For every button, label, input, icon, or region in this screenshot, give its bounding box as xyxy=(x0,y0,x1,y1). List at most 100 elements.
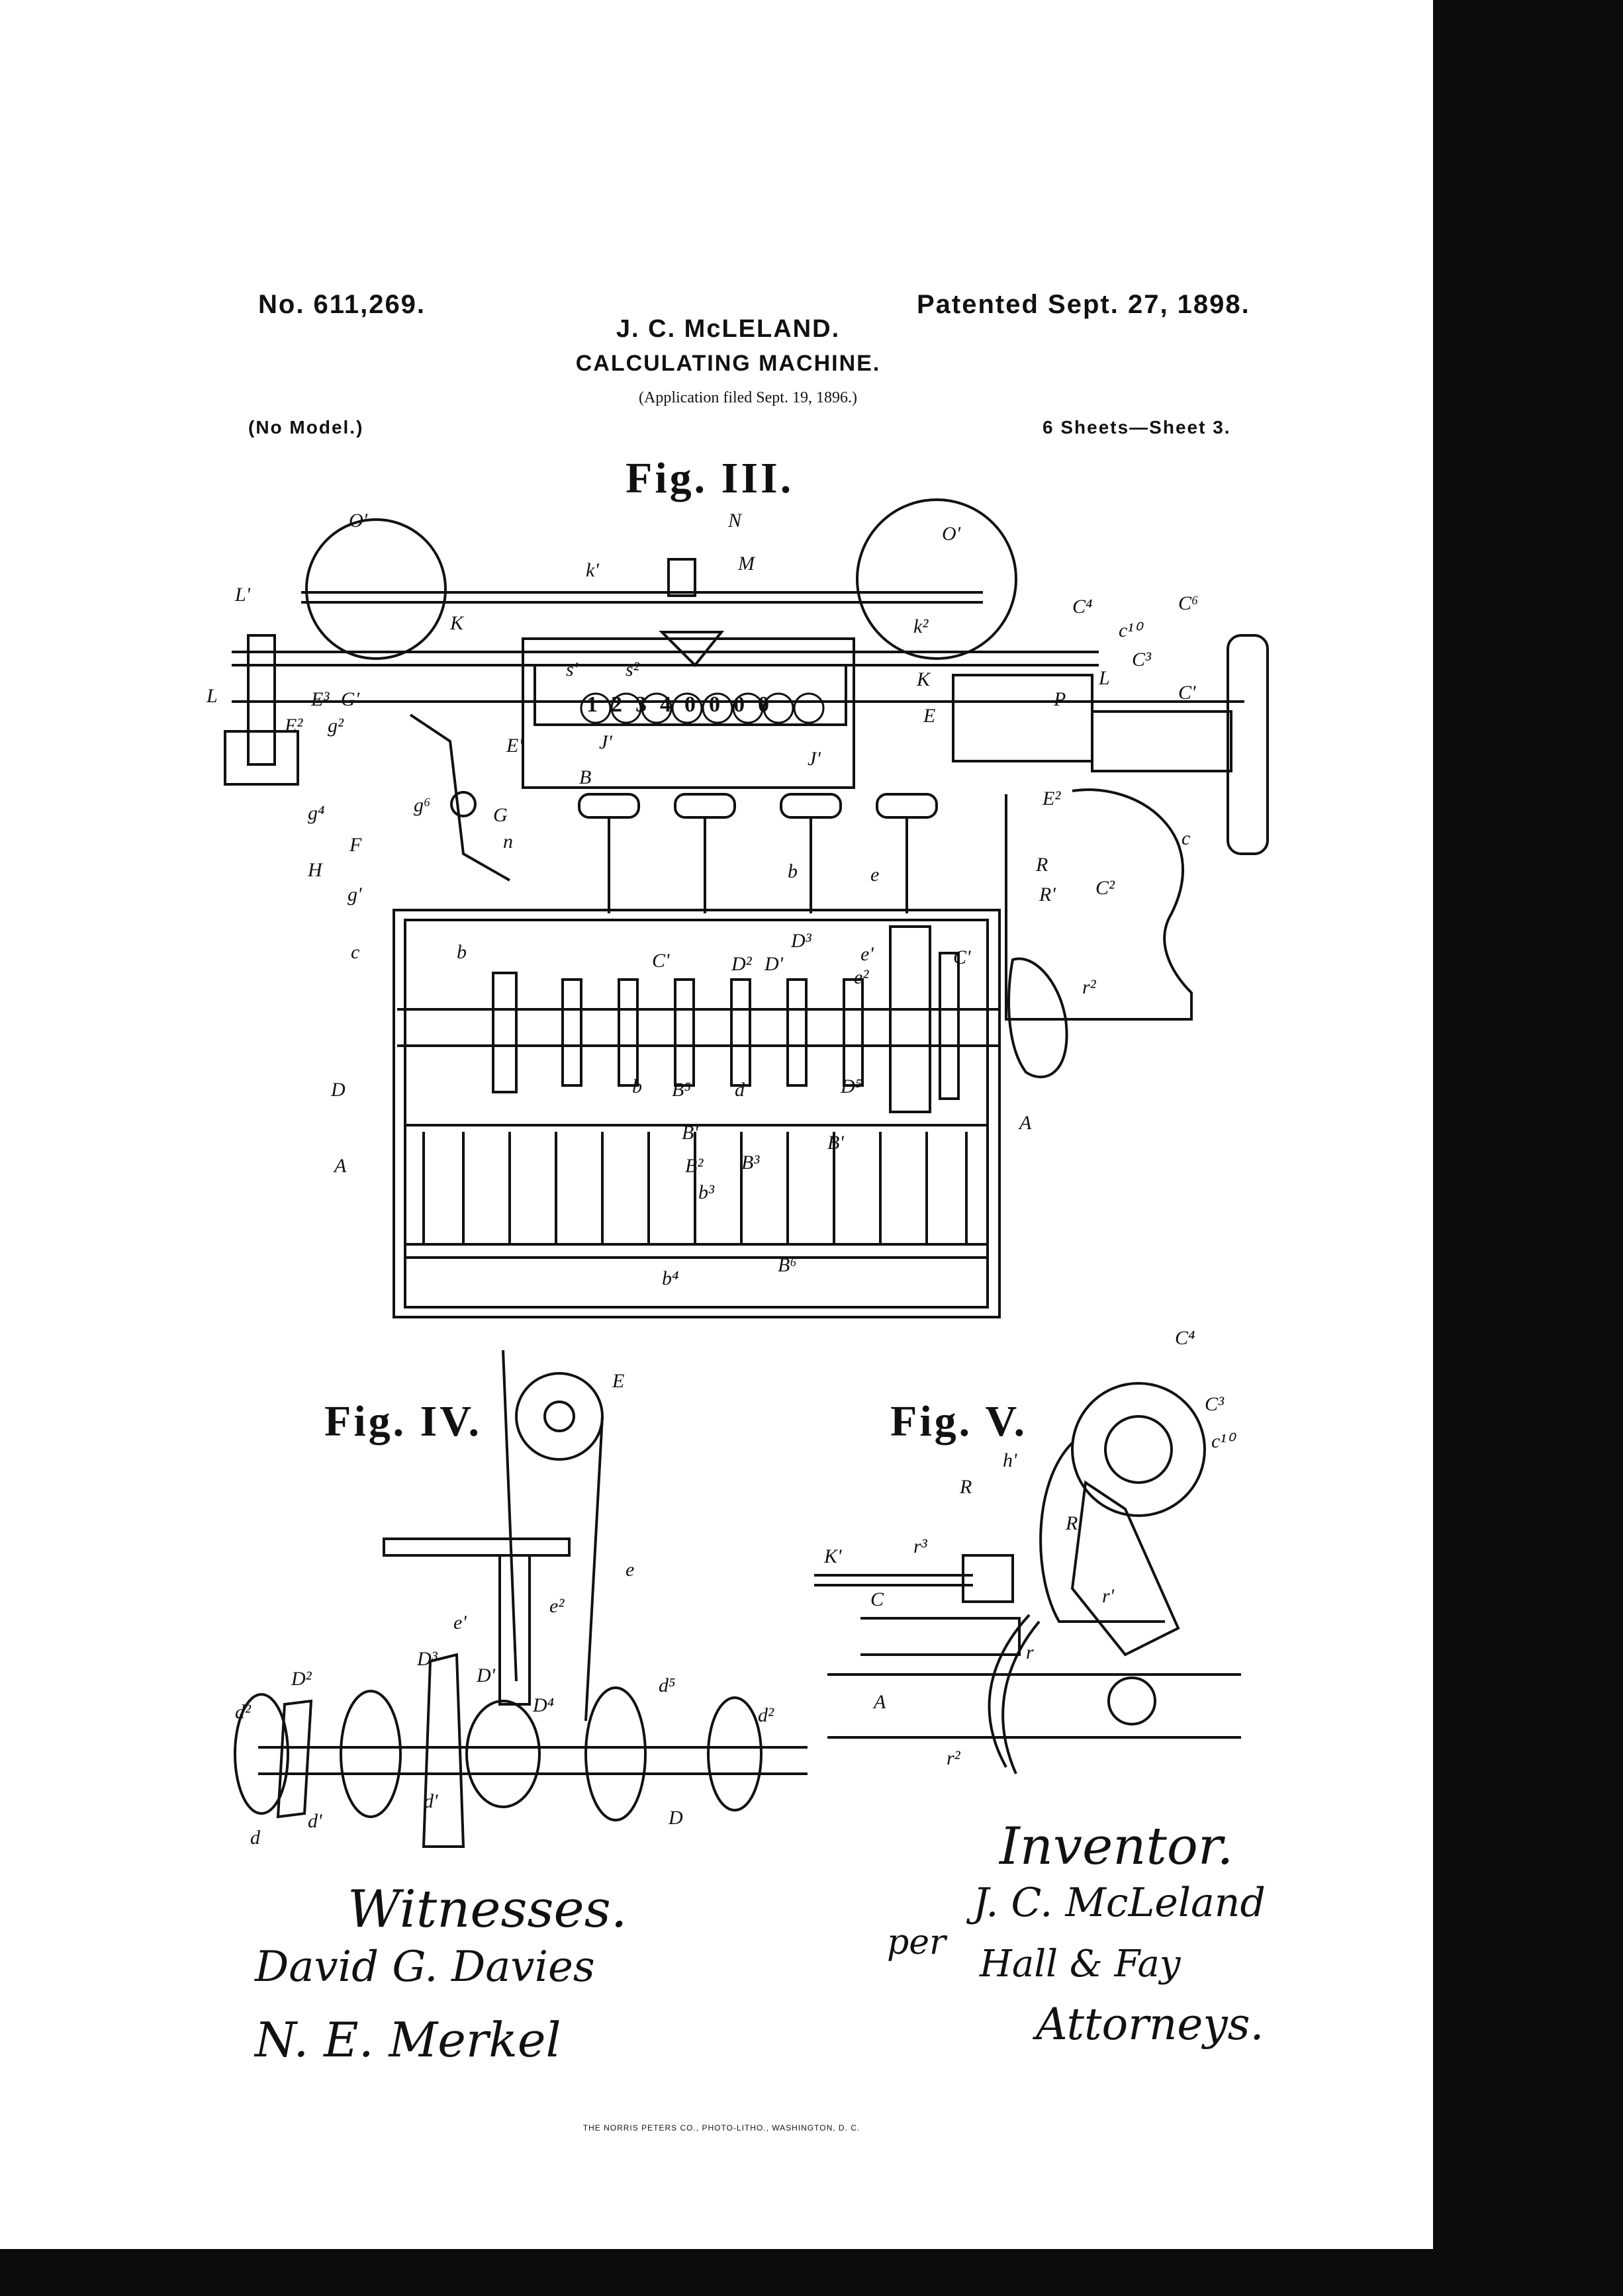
fig3-label: b⁴ xyxy=(662,1267,679,1289)
fig3-label: E' xyxy=(506,735,523,757)
fig3-label: e xyxy=(870,864,880,886)
fig3-label: C' xyxy=(953,946,971,968)
per-label: per xyxy=(887,1923,946,1962)
fig5-label: h' xyxy=(1003,1449,1017,1471)
fig3-label: G xyxy=(493,804,508,826)
fig3-label: B xyxy=(579,766,592,788)
patent-number: No. 611,269. xyxy=(258,290,426,319)
witnesses-label: Witnesses. xyxy=(348,1880,627,1939)
fig5-label: C³ xyxy=(1205,1393,1225,1415)
fig3-label: C⁴ xyxy=(1072,596,1093,618)
fig3-label: b xyxy=(788,860,798,882)
fig3-label: G' xyxy=(341,688,360,710)
patent-title: CALCULATING MACHINE. xyxy=(575,351,881,376)
fig4-label: d² xyxy=(758,1704,774,1726)
fig3-title: Fig. III. xyxy=(626,454,794,502)
fig3-label: H xyxy=(308,859,322,881)
fig3-label: e' xyxy=(860,943,874,965)
attorneys-label: Attorneys. xyxy=(1036,1999,1264,2050)
fig3-label: s² xyxy=(626,659,639,680)
fig3-label: F xyxy=(349,834,362,856)
fig3-label: g² xyxy=(328,715,344,737)
fig3-label: k' xyxy=(586,559,599,581)
fig3-label: B' xyxy=(827,1132,844,1154)
fig4-label: e² xyxy=(549,1595,565,1617)
fig4-label: e' xyxy=(453,1612,467,1633)
fig3-label: D' xyxy=(765,953,784,975)
patent-date: Patented Sept. 27, 1898. xyxy=(917,290,1250,319)
fig3-label: B³ xyxy=(741,1152,760,1173)
fig3-label: L xyxy=(207,685,218,707)
fig5-label: c¹⁰ xyxy=(1211,1430,1234,1452)
fig5-label: C⁴ xyxy=(1175,1327,1195,1349)
fig3-label: g⁶ xyxy=(414,794,431,816)
fig3-label: c xyxy=(351,941,360,963)
fig3-label: K xyxy=(917,668,931,690)
scan-border-right xyxy=(1433,0,1623,2296)
fig3-label: g' xyxy=(348,884,362,905)
fig3-label: g⁴ xyxy=(308,802,325,824)
model-note: (No Model.) xyxy=(248,417,364,437)
fig4-label: D' xyxy=(477,1665,496,1686)
fig4-label: E xyxy=(612,1370,625,1392)
fig3-label: k² xyxy=(913,616,929,637)
fig3-label: D xyxy=(331,1079,346,1101)
attorneys-names: Hall & Fay xyxy=(980,1943,1181,1986)
fig3-label: d xyxy=(735,1079,745,1101)
fig3-label: s' xyxy=(566,659,579,680)
fig3-label: B² xyxy=(685,1155,704,1177)
witness-signature-1: David G. Davies xyxy=(255,1943,595,1992)
fig5-label: r xyxy=(1026,1641,1034,1663)
fig3-label: O' xyxy=(349,510,368,531)
fig5-label: R' xyxy=(1066,1512,1082,1534)
fig4-label: d⁵ xyxy=(659,1675,676,1696)
fig4-label: D³ xyxy=(417,1648,438,1670)
fig4-label: d xyxy=(250,1827,260,1849)
fig5-title: Fig. V. xyxy=(890,1397,1028,1446)
fig5-label: r² xyxy=(947,1747,960,1769)
fig5-label: r' xyxy=(1102,1585,1115,1607)
fig3-label: C⁶ xyxy=(1178,592,1199,614)
fig3-label: R' xyxy=(1039,884,1056,905)
fig4-label: d' xyxy=(308,1810,322,1832)
fig5-label: A xyxy=(874,1691,886,1713)
fig3-label: R xyxy=(1036,854,1048,876)
fig3-label: N xyxy=(728,510,742,531)
fig3-label: n xyxy=(503,831,513,852)
fig3-label: b xyxy=(457,941,467,963)
witness-signature-2: N. E. Merkel xyxy=(255,2012,561,2068)
sheet-number: 6 Sheets—Sheet 3. xyxy=(1043,417,1231,437)
fig3-label: E xyxy=(923,705,936,727)
fig3-label: J' xyxy=(808,748,821,770)
fig3-label: B' xyxy=(682,1122,698,1144)
fig5-label: R xyxy=(960,1476,972,1498)
fig4-label: e xyxy=(626,1559,635,1581)
fig3-label: E² xyxy=(285,715,303,737)
inventor-signature: J. C. McLeland xyxy=(973,1880,1266,1926)
fig4-label: d' xyxy=(424,1790,438,1812)
fig3-label: c xyxy=(1182,827,1191,849)
fig3-label: L' xyxy=(235,584,251,606)
application-date: (Application filed Sept. 19, 1896.) xyxy=(639,389,857,406)
fig5-label: K' xyxy=(824,1545,842,1567)
fig3-label: C³ xyxy=(1132,649,1152,670)
fig3-label: c¹⁰ xyxy=(1119,620,1142,641)
fig5-label: C xyxy=(870,1588,884,1610)
fig3-label: D² xyxy=(731,953,752,975)
fig4-label: D² xyxy=(291,1668,312,1690)
fig4-label: D xyxy=(669,1807,683,1829)
fig3-label: J' xyxy=(599,731,612,753)
fig4-title: Fig. IV. xyxy=(324,1397,482,1446)
fig3-label: e² xyxy=(854,966,869,988)
fig3-label: C' xyxy=(1178,682,1196,704)
fig3-label: A xyxy=(1019,1112,1032,1134)
printer-imprint: THE NORRIS PETERS CO., PHOTO-LITHO., WAS… xyxy=(582,2123,860,2133)
fig3-label: O' xyxy=(942,523,961,545)
inventor-name: J. C. McLELAND. xyxy=(616,315,841,343)
scan-border-bottom xyxy=(0,2249,1623,2296)
fig3-label: A xyxy=(334,1155,347,1177)
fig3-label: C' xyxy=(652,950,670,972)
fig3-label: E² xyxy=(1043,788,1061,809)
dial-digits: 12340000 xyxy=(586,692,782,717)
